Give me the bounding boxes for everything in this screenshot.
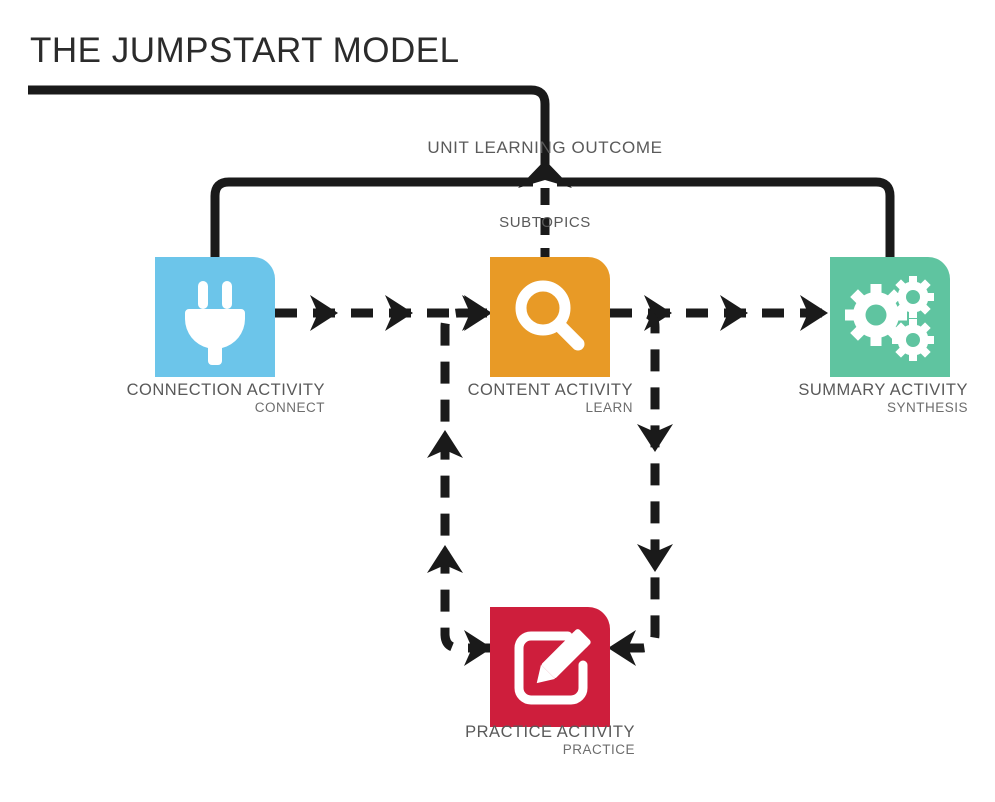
arrowhead-unit-learning-outcome bbox=[518, 160, 572, 188]
label-subtopics: SUBTOPICS bbox=[499, 214, 591, 231]
caption-content-activity: CONTENT ACTIVITY LEARN bbox=[400, 380, 633, 417]
connector-summary-to-rail bbox=[557, 177, 895, 257]
connector-practice-to-content bbox=[440, 308, 490, 653]
caption-summary-activity: SUMMARY ACTIVITY SYNTHESIS bbox=[720, 380, 968, 417]
arrowhead-content-to-practice-2 bbox=[637, 544, 673, 572]
node-practice-activity[interactable] bbox=[490, 607, 610, 727]
caption-sub-content: LEARN bbox=[585, 400, 633, 416]
arrowhead-practice-to-content-2 bbox=[427, 430, 463, 458]
arrowhead-practice-to-content-4 bbox=[464, 295, 492, 331]
connector-title-rail bbox=[28, 85, 550, 168]
power-plug-icon bbox=[185, 281, 245, 365]
node-summary-activity[interactable] bbox=[830, 257, 950, 377]
caption-main-practice: PRACTICE ACTIVITY bbox=[465, 723, 635, 741]
arrowhead-content-to-practice-3 bbox=[608, 630, 636, 666]
arrowhead-connection-to-content-2 bbox=[385, 295, 413, 331]
arrowhead-content-to-summary-3 bbox=[800, 295, 828, 331]
node-connection-activity[interactable] bbox=[155, 257, 275, 377]
connector-connection-to-rail bbox=[210, 177, 533, 257]
caption-main-connection: CONNECTION ACTIVITY bbox=[126, 381, 325, 399]
gears-icon bbox=[845, 276, 934, 361]
caption-sub-summary: SYNTHESIS bbox=[886, 400, 968, 416]
arrowhead-content-to-summary-2 bbox=[720, 295, 748, 331]
caption-main-summary: SUMMARY ACTIVITY bbox=[798, 381, 968, 399]
pencil-edit-icon bbox=[514, 629, 591, 705]
caption-main-content: CONTENT ACTIVITY bbox=[467, 381, 633, 399]
connector-content-to-practice bbox=[610, 308, 660, 653]
caption-connection-activity: CONNECTION ACTIVITY CONNECT bbox=[55, 380, 325, 417]
caption-sub-practice: PRACTICE bbox=[562, 742, 635, 758]
label-unit-learning-outcome: UNIT LEARNING OUTCOME bbox=[427, 138, 663, 157]
arrowhead-practice-to-content-1 bbox=[464, 630, 492, 666]
magnifier-search-icon bbox=[515, 280, 585, 351]
node-content-activity[interactable] bbox=[490, 257, 610, 377]
page-title: THE JUMPSTART MODEL bbox=[30, 31, 460, 70]
caption-practice-activity: PRACTICE ACTIVITY PRACTICE bbox=[390, 722, 635, 759]
arrowhead-connection-to-content-1 bbox=[310, 295, 338, 331]
arrowhead-content-to-practice-1 bbox=[637, 424, 673, 452]
caption-sub-connection: CONNECT bbox=[254, 400, 325, 416]
arrowhead-practice-to-content-3 bbox=[427, 545, 463, 573]
